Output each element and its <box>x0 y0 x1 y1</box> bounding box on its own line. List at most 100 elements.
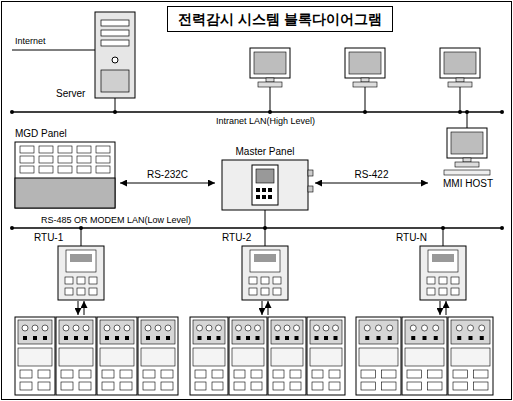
cabinet-panel <box>141 320 175 344</box>
mimic-cell <box>96 146 110 153</box>
switch <box>23 336 27 340</box>
switch <box>115 336 119 340</box>
breaker <box>312 382 323 390</box>
switch <box>74 336 78 340</box>
server-panel <box>101 70 129 92</box>
keyboard <box>444 170 490 175</box>
meter <box>468 325 474 331</box>
signal-arrow <box>78 301 79 315</box>
rtu-unit: RTU-1 <box>30 232 110 302</box>
monitor-screen <box>250 48 290 78</box>
breaker <box>382 370 397 378</box>
breaker <box>428 382 443 390</box>
master-key <box>256 195 260 199</box>
breaker <box>79 370 91 378</box>
cabinet-door <box>359 348 398 366</box>
rtu-unit: RTU-2 <box>218 232 298 302</box>
cabinet-panel <box>405 320 444 344</box>
rtu-module <box>273 277 281 284</box>
switch <box>105 336 109 340</box>
breaker <box>361 382 376 390</box>
meter <box>32 325 38 331</box>
rtu-module <box>89 288 97 295</box>
bus-tap <box>363 110 367 114</box>
diagram-title: 전력감시 시스템 블록다이어그램 <box>167 6 393 32</box>
link-arrow <box>120 183 215 184</box>
monitor-glass <box>451 132 483 154</box>
cabinet-door <box>141 348 175 366</box>
bus-drop <box>365 87 366 112</box>
rtu-module <box>77 277 85 284</box>
switch <box>295 336 299 340</box>
server-tower <box>95 12 135 98</box>
switchgear-cabinet <box>190 317 228 395</box>
node-label: Server <box>56 88 85 100</box>
bus-label: Intranet LAN(High Level) <box>215 116 316 127</box>
mimic-cell <box>20 156 34 163</box>
breaker <box>453 382 468 390</box>
switch <box>480 336 484 340</box>
switchgear-cabinet <box>448 317 493 395</box>
cabinet-door <box>100 348 134 366</box>
monitor-glass <box>444 52 476 74</box>
mimic-cell <box>39 156 53 163</box>
drive-bay <box>101 40 129 46</box>
switch <box>377 336 381 340</box>
cabinet-door <box>18 348 52 366</box>
mimic-cell <box>20 146 34 153</box>
rtu-module <box>451 277 459 284</box>
switchgear-cabinet <box>268 317 306 395</box>
rtu-housing <box>420 246 466 300</box>
switchgear-cabinet <box>229 317 267 395</box>
mimic-cell <box>77 156 91 163</box>
monitor-neck <box>463 158 471 162</box>
signal-arrow <box>268 301 269 315</box>
switch <box>469 336 473 340</box>
mimic-cell <box>96 166 110 173</box>
monitor-glass <box>349 52 381 74</box>
meter <box>206 325 212 331</box>
bus-drop <box>115 98 116 112</box>
switchgear-cabinet <box>15 317 55 395</box>
switch <box>64 336 68 340</box>
mimic-cell <box>58 146 72 153</box>
bus-tap <box>113 110 117 114</box>
mimic-cell <box>96 156 110 163</box>
meter <box>216 325 222 331</box>
port <box>308 186 313 192</box>
breaker <box>273 370 284 378</box>
bus-drop <box>270 87 271 112</box>
monitor-screen <box>447 128 487 158</box>
rtu-display <box>66 250 96 272</box>
master-key <box>262 188 266 192</box>
meter <box>275 325 281 331</box>
rtu-module <box>261 288 269 295</box>
mimic-cell <box>39 166 53 173</box>
breaker <box>290 382 301 390</box>
monitor-neck <box>266 78 274 82</box>
rtu-display <box>428 250 458 272</box>
mimic-cell <box>58 156 72 163</box>
cabinet-panel <box>100 320 134 344</box>
rtu-unit: RTU-N <box>392 232 472 302</box>
cabinet-panel <box>451 320 490 344</box>
monitor-screen <box>440 48 480 78</box>
breaker <box>251 370 262 378</box>
switchgear-cabinet <box>307 317 345 395</box>
meter <box>42 325 48 331</box>
monitor-base <box>353 82 377 87</box>
meter <box>479 325 485 331</box>
switchgear-cabinet <box>138 317 178 395</box>
bus-tap <box>268 110 272 114</box>
rtu-module <box>65 288 73 295</box>
master-panel: Master Panel <box>215 146 315 212</box>
node-label: RTU-N <box>396 232 427 244</box>
switch <box>166 336 170 340</box>
master-unit <box>252 165 278 205</box>
master-key <box>262 195 266 199</box>
rtu-module <box>427 288 435 295</box>
cabinet-panel <box>193 320 225 344</box>
meter <box>376 325 382 331</box>
